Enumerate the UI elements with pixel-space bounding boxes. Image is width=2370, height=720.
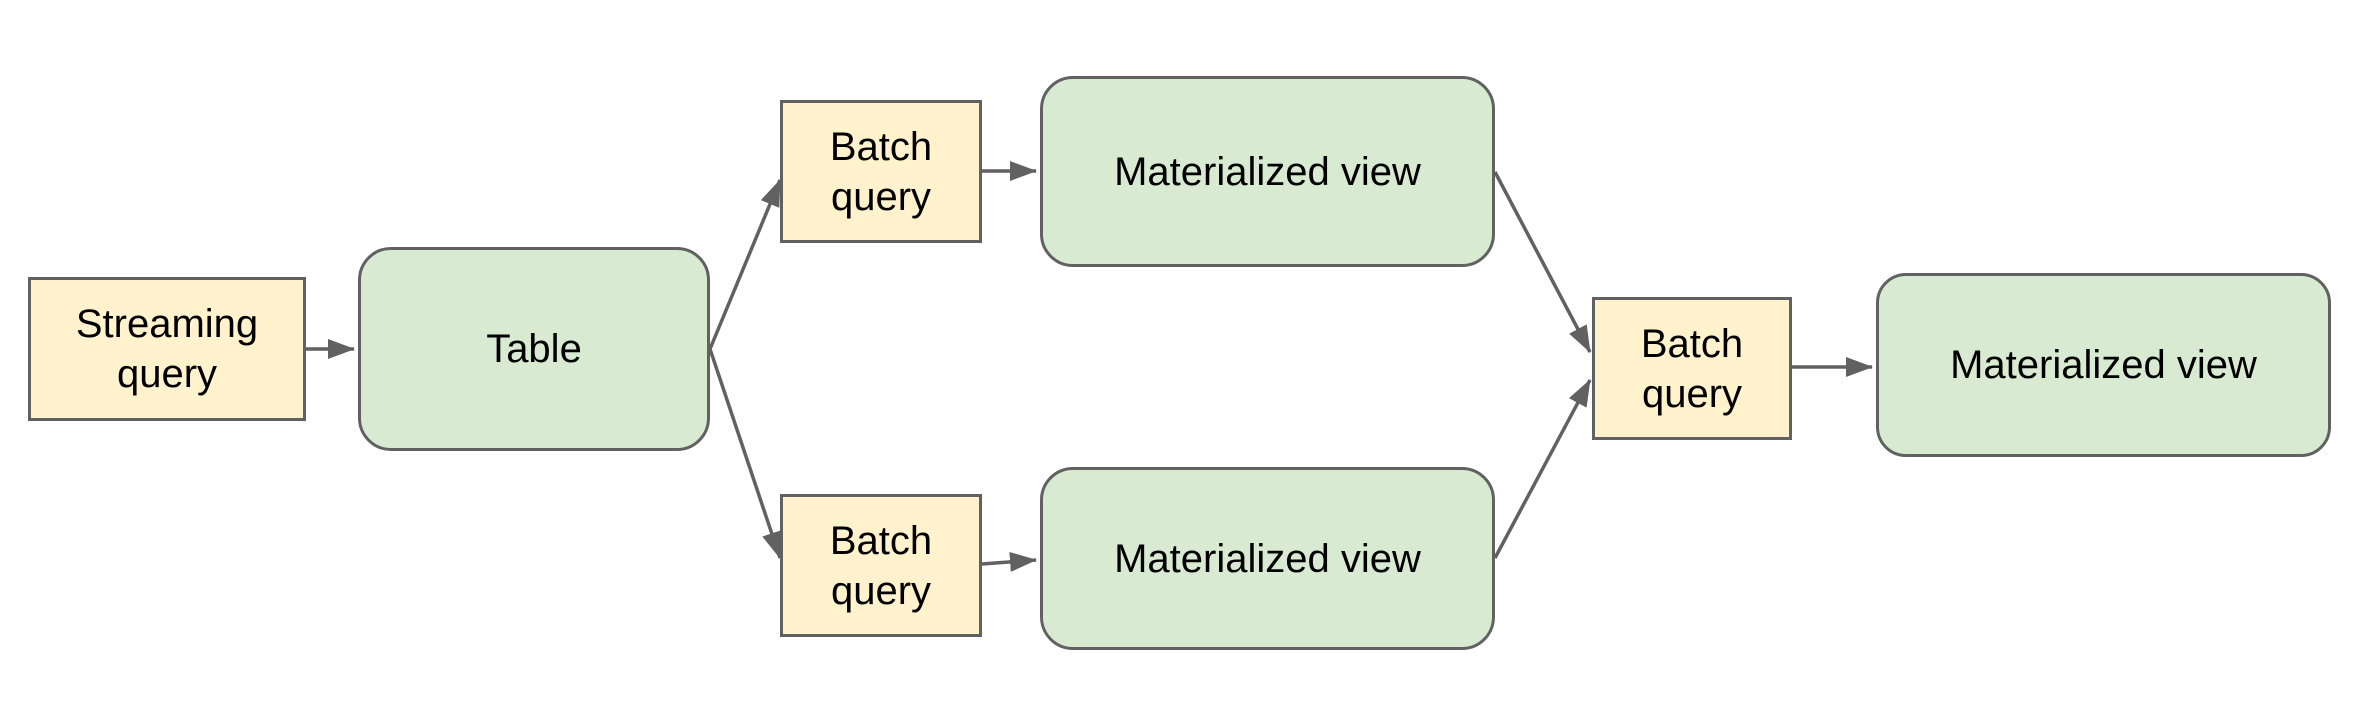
node-batch-query-top: Batch query bbox=[780, 100, 982, 243]
node-batch-query-right: Batch query bbox=[1592, 297, 1792, 440]
node-label-line: Table bbox=[486, 327, 582, 371]
node-batch-query-bottom: Batch query bbox=[780, 494, 982, 637]
arrow-table-to-batch-bottom bbox=[708, 348, 782, 559]
node-label-line: Batch bbox=[829, 518, 933, 563]
node-label-line: Materialized view bbox=[1950, 343, 2257, 387]
arrow-table-to-batch-top bbox=[708, 179, 782, 350]
arrow-mv-top-to-batch-right bbox=[1493, 171, 1592, 353]
node-label-line: Materialized view bbox=[1114, 536, 1421, 581]
node-label-line: Materialized view bbox=[1114, 149, 1421, 194]
arrow-batch-bottom-to-mv-bottom bbox=[981, 551, 1037, 572]
node-materialized-view-top: Materialized view bbox=[1040, 76, 1495, 267]
node-label-line: Batch bbox=[829, 124, 933, 169]
node-label-line: query bbox=[830, 568, 932, 613]
node-table: Table bbox=[358, 247, 710, 451]
node-label-line: query bbox=[116, 352, 218, 396]
node-streaming-query: Streaming query bbox=[28, 277, 306, 421]
node-label-line: Batch bbox=[1640, 321, 1744, 366]
node-label-line: Streaming bbox=[75, 302, 259, 346]
arrow-mv-bottom-to-batch-right bbox=[1493, 379, 1592, 559]
node-label-line: query bbox=[830, 174, 932, 219]
node-materialized-view-right: Materialized view bbox=[1876, 273, 2331, 457]
node-label-line: query bbox=[1641, 371, 1743, 416]
node-materialized-view-bottom: Materialized view bbox=[1040, 467, 1495, 650]
